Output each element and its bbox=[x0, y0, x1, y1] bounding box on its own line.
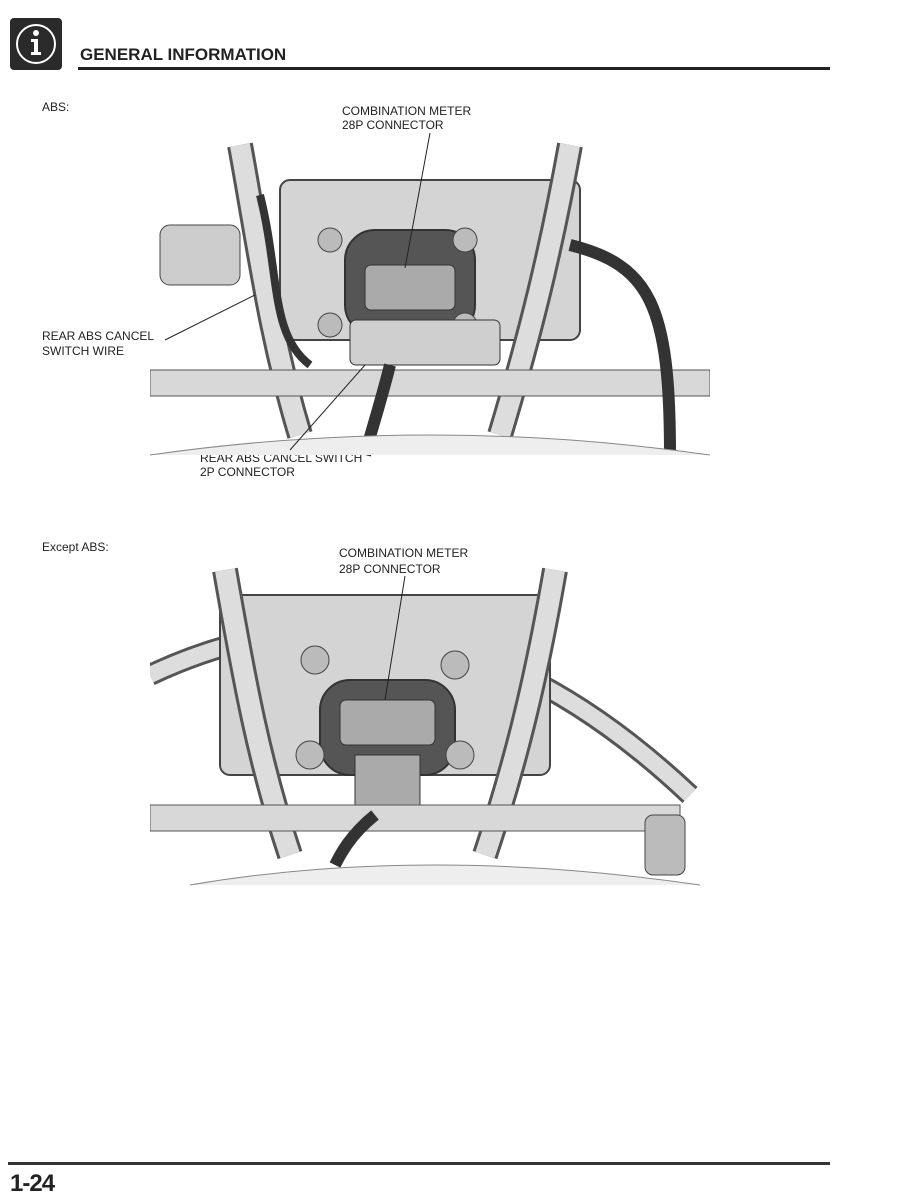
meter-connector-callout-line2: 28P CONNECTOR bbox=[342, 118, 444, 132]
footer-rule bbox=[8, 1162, 830, 1165]
except-abs-meter-illustration bbox=[150, 567, 700, 886]
meter-connector-callout-line1: COMBINATION METER bbox=[342, 104, 472, 118]
page-number: 1-24 bbox=[10, 1170, 55, 1197]
abs-meter-illustration bbox=[150, 142, 710, 457]
meter-connector-callout-line1: COMBINATION METER bbox=[339, 546, 469, 560]
meter-connector-callout-line2: 28P CONNECTOR bbox=[339, 562, 441, 576]
section-title: GENERAL INFORMATION bbox=[80, 45, 287, 64]
info-icon bbox=[10, 18, 62, 70]
cancel-switch-connector-callout-line2: 2P CONNECTOR bbox=[200, 465, 295, 479]
cancel-switch-wire-callout-line1: REAR ABS CANCEL bbox=[42, 329, 155, 343]
except-abs-callout-leaders bbox=[384, 575, 406, 701]
abs-label: ABS: bbox=[42, 100, 70, 114]
header-rule bbox=[78, 67, 830, 70]
cancel-switch-wire-callout-line2: SWITCH WIRE bbox=[42, 344, 124, 358]
abs-callout-leaders bbox=[164, 132, 431, 451]
except-abs-label: Except ABS: bbox=[42, 540, 109, 554]
